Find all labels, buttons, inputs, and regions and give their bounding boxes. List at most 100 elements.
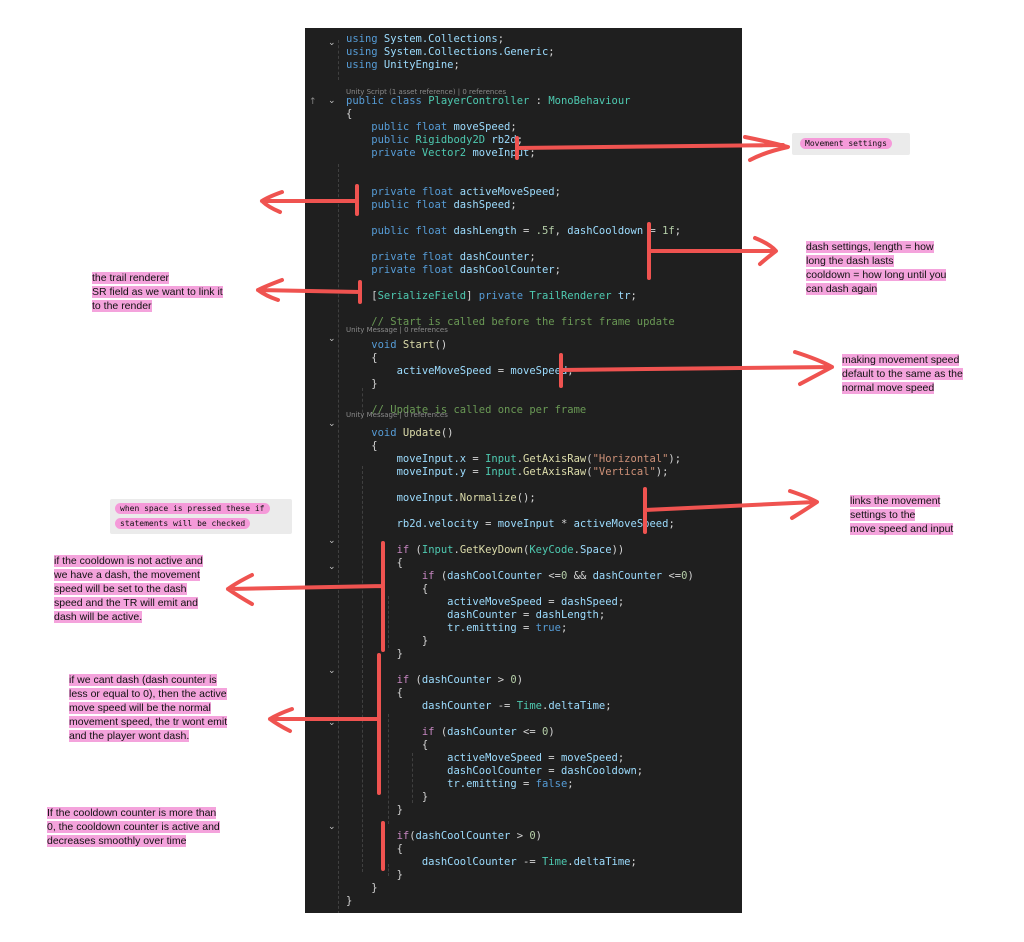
code-token: Rigidbody2D — [415, 134, 486, 146]
fold-chevron-icon[interactable]: ⌄ — [328, 38, 336, 48]
code-line[interactable]: if (dashCounter > 0) — [346, 674, 523, 687]
code-token: deltaTime — [548, 700, 606, 712]
arrow-active-move-speed — [260, 184, 359, 216]
code-token: ; — [497, 33, 505, 45]
indent-guide — [362, 388, 363, 418]
code-token: public — [346, 134, 416, 146]
code-line[interactable]: moveInput.Normalize(); — [346, 492, 536, 505]
code-token: .5f — [535, 225, 555, 237]
codelens-class[interactable]: Unity Script (1 asset reference) | 0 ref… — [346, 88, 507, 96]
code-token: dashCounter — [421, 674, 492, 686]
code-line[interactable]: void Update() — [346, 427, 454, 440]
fold-chevron-icon[interactable]: ⌄ — [328, 334, 336, 344]
fold-chevron-icon[interactable]: ⌄ — [328, 96, 336, 106]
code-token: ( — [434, 726, 448, 738]
code-token: = — [643, 225, 663, 237]
code-line[interactable]: } — [346, 804, 403, 817]
code-line[interactable]: { — [346, 739, 428, 752]
code-line[interactable]: void Start() — [346, 339, 447, 352]
code-line[interactable]: activeMoveSpeed = moveSpeed; — [346, 365, 574, 378]
code-line[interactable]: private float dashCoolCounter; — [346, 264, 561, 277]
code-line[interactable]: if (Input.GetKeyDown(KeyCode.Space)) — [346, 544, 625, 557]
code-token: PlayerController — [428, 95, 530, 107]
code-token: <= — [662, 570, 682, 582]
code-line[interactable]: if (dashCoolCounter <=0 && dashCounter <… — [346, 570, 694, 583]
code-line[interactable]: tr.emitting = false; — [346, 778, 573, 791]
code-line[interactable]: moveInput.x = Input.GetAxisRaw("Horizont… — [346, 453, 682, 466]
code-token: (); — [516, 492, 536, 504]
code-line[interactable]: using UnityEngine; — [346, 59, 460, 72]
code-line[interactable]: [SerializeField] private TrailRenderer t… — [346, 290, 637, 303]
code-token: private — [346, 147, 422, 159]
arrow-velocity — [643, 487, 819, 534]
arrow-trail-renderer — [256, 278, 362, 304]
code-token: activeMoveSpeed — [346, 596, 542, 608]
code-line[interactable]: tr.emitting = true; — [346, 622, 567, 635]
code-line[interactable]: using System.Collections; — [346, 33, 504, 46]
code-line[interactable]: public Rigidbody2D rb2d; — [346, 134, 523, 147]
code-token: } — [346, 869, 403, 881]
code-line[interactable]: { — [346, 557, 403, 570]
code-line[interactable]: dashCounter = dashLength; — [346, 609, 605, 622]
code-token: dashSpeed — [453, 199, 511, 211]
code-line[interactable]: { — [346, 352, 377, 365]
code-line[interactable]: } — [346, 791, 428, 804]
code-line[interactable]: public float moveSpeed; — [346, 121, 516, 134]
fold-chevron-icon[interactable]: ⌄ — [328, 419, 336, 429]
code-token: { — [346, 108, 353, 120]
code-line[interactable]: } — [346, 869, 403, 882]
codelens-start[interactable]: Unity Message | 0 references — [346, 326, 448, 334]
code-line[interactable]: // Update is called once per frame — [346, 404, 586, 417]
code-line[interactable]: { — [346, 843, 403, 856]
code-line[interactable]: { — [346, 108, 352, 121]
code-line[interactable]: { — [346, 440, 378, 453]
links-movement-note: links the movement settings to the move … — [850, 495, 954, 535]
code-line[interactable]: if(dashCoolCounter > 0) — [346, 830, 542, 843]
code-token: ; — [516, 134, 524, 146]
fold-chevron-icon[interactable]: ⌄ — [328, 536, 336, 546]
code-line[interactable]: { — [346, 687, 403, 700]
code-line[interactable]: } — [346, 882, 377, 895]
code-line[interactable]: activeMoveSpeed = dashSpeed; — [346, 596, 624, 609]
code-line[interactable]: using System.Collections.Generic; — [346, 46, 555, 59]
code-line[interactable]: } — [346, 635, 428, 648]
code-token: ) — [687, 570, 694, 582]
code-line[interactable]: moveInput.y = Input.GetAxisRaw("Vertical… — [346, 466, 669, 479]
code-line[interactable]: dashCoolCounter = dashCooldown; — [346, 765, 643, 778]
code-token: activeMoveSpeed — [459, 186, 555, 198]
code-line[interactable]: private float activeMoveSpeed; — [346, 186, 561, 199]
code-token: () — [440, 427, 454, 439]
code-token: ; — [453, 59, 460, 71]
codelens-update[interactable]: Unity Message | 0 references — [346, 411, 448, 419]
arrow-dash-settings — [647, 222, 778, 280]
code-line[interactable]: dashCoolCounter -= Time.deltaTime; — [346, 856, 637, 869]
code-line[interactable]: dashCounter -= Time.deltaTime; — [346, 700, 612, 713]
code-line[interactable]: public float dashLength = .5f, dashCoold… — [346, 225, 681, 238]
code-token: } — [346, 635, 429, 647]
code-token: ; — [554, 264, 561, 276]
code-token: KeyCode — [529, 544, 574, 556]
code-line[interactable]: } — [346, 648, 403, 661]
code-token: dashCoolCounter — [346, 856, 517, 868]
fold-chevron-icon[interactable]: ⌄ — [328, 718, 336, 728]
code-line[interactable]: { — [346, 583, 428, 596]
fold-chevron-icon[interactable]: ⌄ — [328, 822, 336, 832]
code-token: using — [346, 59, 378, 71]
code-token: <= — [542, 570, 561, 582]
code-line[interactable]: public class PlayerController : MonoBeha… — [346, 95, 631, 108]
code-line[interactable]: } — [346, 378, 377, 391]
fold-chevron-icon[interactable]: ⌄ — [328, 562, 336, 572]
code-line[interactable]: if (dashCounter <= 0) — [346, 726, 555, 739]
code-line[interactable]: } — [346, 895, 352, 908]
code-line[interactable]: private float dashCounter; — [346, 251, 535, 264]
code-token: Space — [579, 544, 612, 556]
code-token: ) — [535, 830, 542, 842]
code-line[interactable]: activeMoveSpeed = moveSpeed; — [346, 752, 624, 765]
code-token: { — [346, 440, 378, 452]
code-token: Time — [541, 856, 568, 868]
code-token: [ — [346, 290, 378, 302]
code-line[interactable]: public float dashSpeed; — [346, 199, 516, 212]
fold-chevron-icon[interactable]: ⌄ — [328, 666, 336, 676]
code-token: using — [346, 46, 378, 58]
code-line[interactable]: // Start is called before the first fram… — [346, 316, 674, 329]
